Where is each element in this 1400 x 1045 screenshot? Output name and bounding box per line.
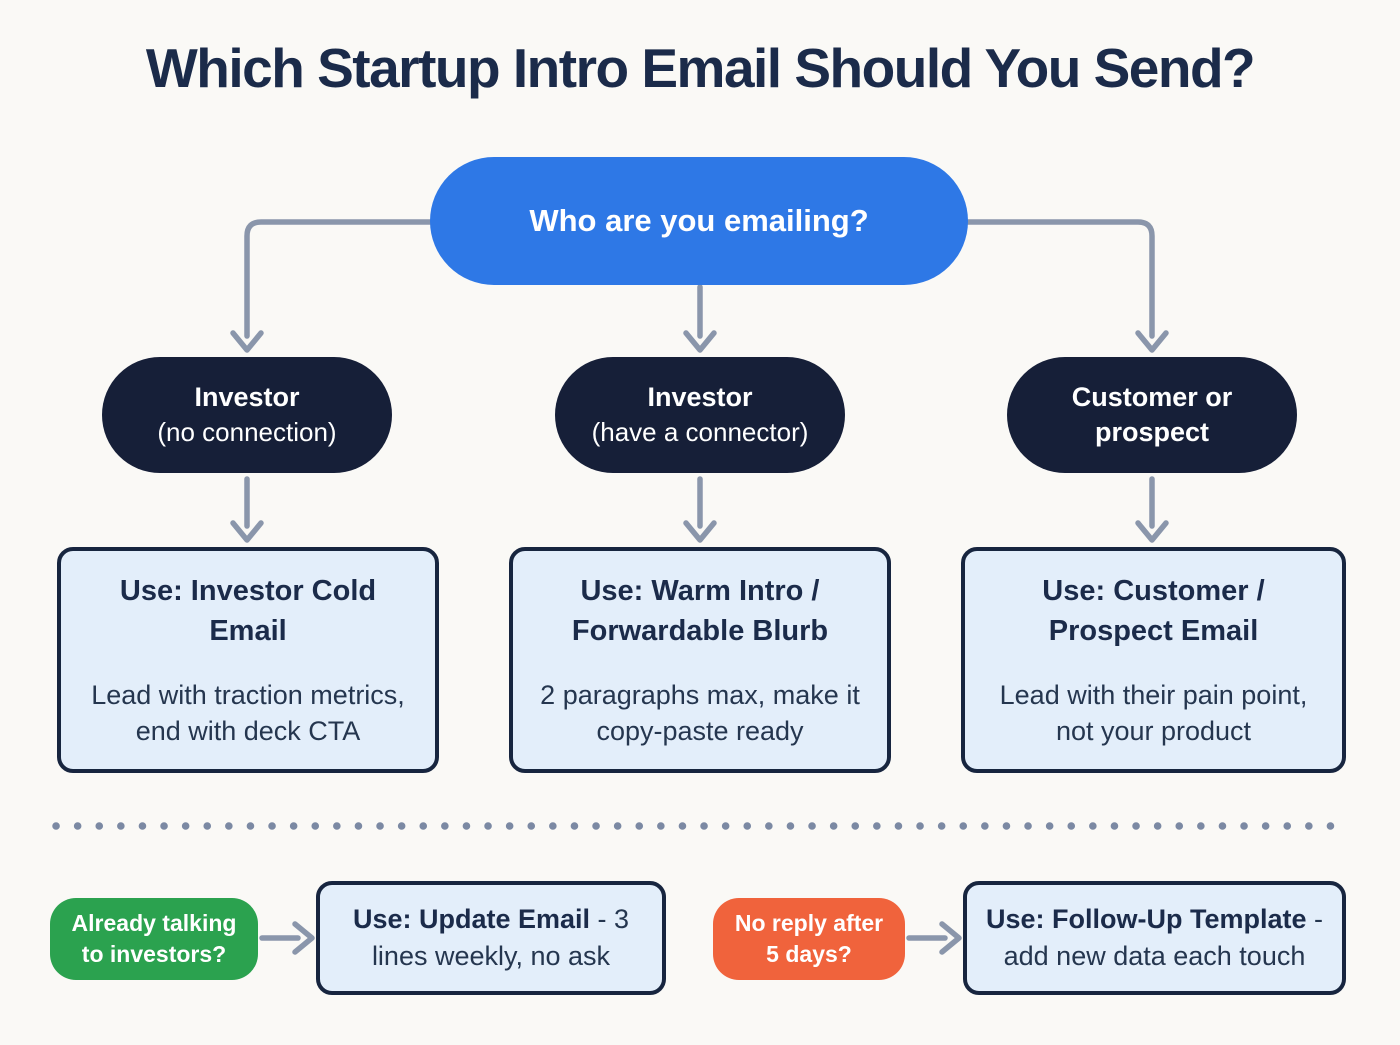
result-box-warm-intro: Use: Warm Intro / Forwardable Blurb 2 pa… — [509, 547, 891, 773]
arrow-node3-result-head — [1135, 520, 1169, 543]
result-box-customer-prospect-email: Use: Customer / Prospect Email Lead with… — [961, 547, 1346, 773]
branch-node-investor-connector: Investor (have a connector) — [555, 357, 845, 473]
trigger-pill-already-talking: Already talking to investors? — [50, 898, 258, 980]
trigger-pill-no-reply: No reply after 5 days? — [713, 898, 905, 980]
result-box-investor-cold-email: Use: Investor Cold Email Lead with tract… — [57, 547, 439, 773]
branch-node-investor-no-connection: Investor (no connection) — [102, 357, 392, 473]
arrow-follow-up-head — [939, 921, 962, 955]
arrow-node1-result-head — [230, 520, 264, 543]
arrow-left-branch-head — [230, 330, 264, 353]
result-text: Use: Update Email - 3 lines weekly, no a… — [339, 901, 644, 975]
arrow-node2-result-head — [683, 520, 717, 543]
trigger-label-line1: Already talking — [71, 910, 237, 936]
arrow-left-branch — [244, 219, 433, 339]
branch-node-label-line2: prospect — [1094, 417, 1210, 447]
result-text: Use: Follow-Up Template - add new data e… — [977, 901, 1332, 975]
result-body: Lead with their pain point, not your pro… — [999, 680, 1308, 746]
arrow-right-branch-head — [1135, 330, 1169, 353]
arrow-middle-branch-head — [683, 330, 717, 353]
result-body: Lead with traction metrics, end with dec… — [91, 680, 405, 746]
branch-node-customer-prospect: Customer or prospect — [1007, 357, 1297, 473]
result-box-update-email: Use: Update Email - 3 lines weekly, no a… — [316, 881, 666, 995]
result-body: 2 paragraphs max, make it copy-paste rea… — [540, 680, 860, 746]
result-text-rest: - add new data each touch — [1003, 904, 1324, 971]
result-title: Use: Warm Intro / Forwardable Blurb — [571, 575, 829, 647]
arrow-update-head — [292, 921, 315, 955]
root-question-node: Who are you emailing? — [430, 157, 968, 285]
branch-node-label-line1: Investor — [194, 382, 300, 412]
result-text-rest: - 3 lines weekly, no ask — [371, 904, 630, 971]
branch-node-label-line2: (no connection) — [157, 417, 337, 447]
result-title: Use: Customer / Prospect Email — [1042, 575, 1265, 647]
result-box-follow-up-template: Use: Follow-Up Template - add new data e… — [963, 881, 1346, 995]
branch-node-label-line2: (have a connector) — [591, 417, 809, 447]
trigger-label-line2: to investors? — [81, 941, 227, 967]
trigger-label-line2: 5 days? — [766, 941, 852, 967]
branch-node-label-line1: Customer or — [1071, 382, 1233, 412]
arrow-right-branch — [965, 219, 1155, 339]
page-title: Which Startup Intro Email Should You Sen… — [145, 37, 1256, 99]
root-question-label: Who are you emailing? — [529, 203, 869, 238]
result-text-bold: Use: Update Email — [352, 904, 591, 934]
trigger-label-line1: No reply after — [734, 910, 884, 936]
result-text-bold: Use: Follow-Up Template — [985, 904, 1307, 934]
result-title: Use: Investor Cold Email — [119, 575, 377, 647]
branch-node-label-line1: Investor — [647, 382, 753, 412]
